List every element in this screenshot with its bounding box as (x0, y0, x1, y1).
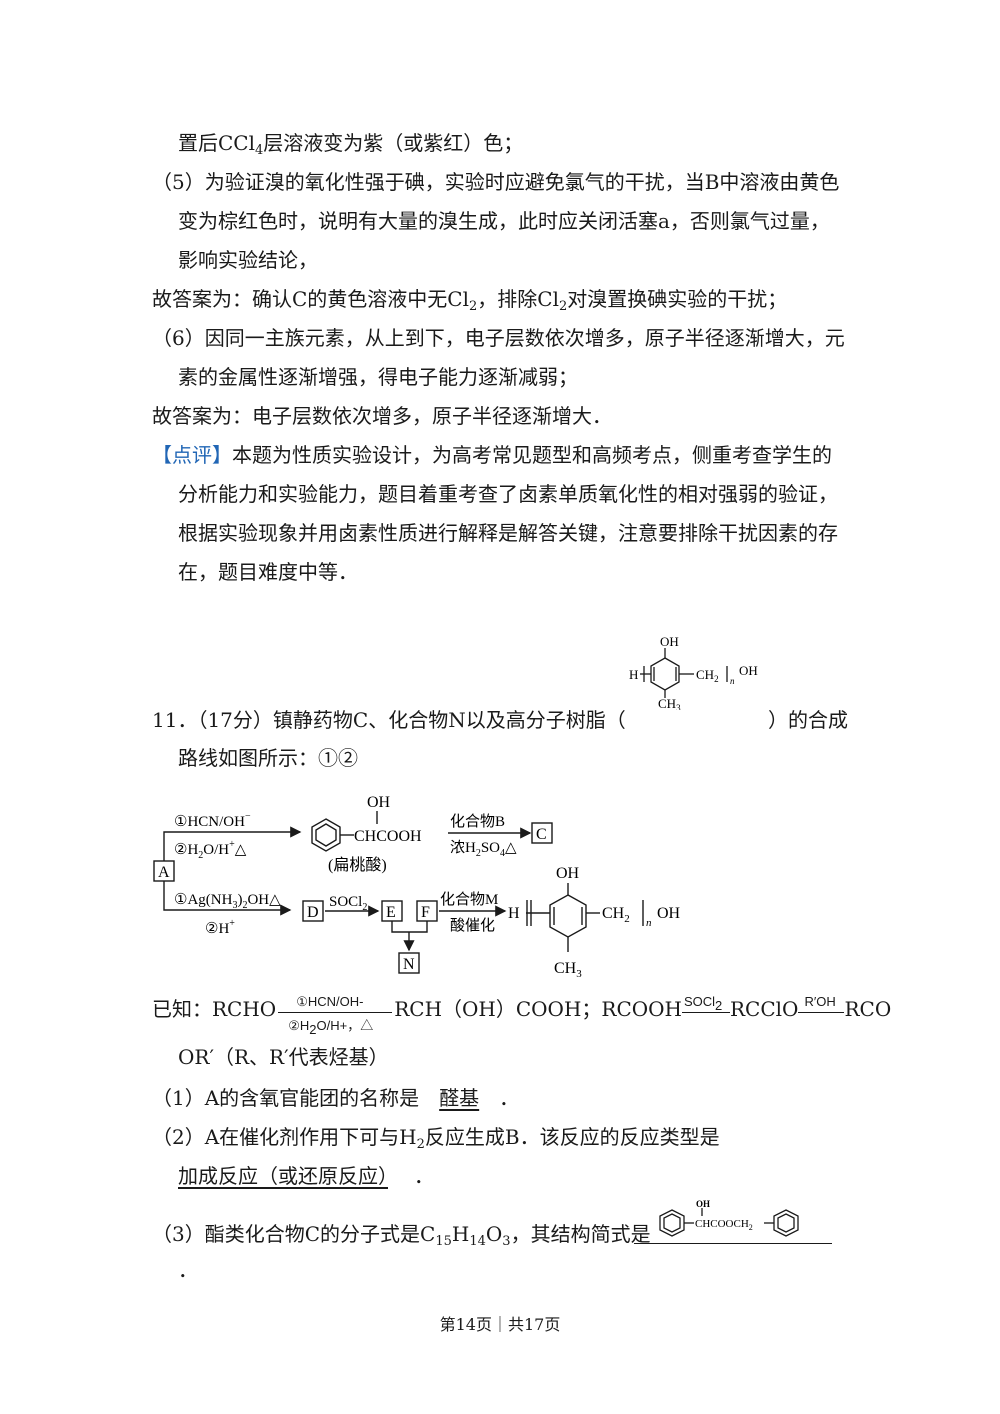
product-ch3: CH3 (554, 960, 582, 980)
sub-question-1: （1）A的含氧官能团的名称是醛基． (152, 1086, 520, 1110)
product-end-oh: OH (657, 905, 681, 922)
box-c: C (536, 826, 547, 843)
box-f: F (421, 904, 430, 921)
answer-3-underline (634, 1243, 832, 1244)
text-line-4: 影响实验结论， (178, 248, 318, 272)
sub-question-3: （3）酯类化合物C的分子式是C15H14O3，其结构简式是 (152, 1222, 651, 1249)
question-11-line-1-end: ）的合成 (768, 708, 848, 732)
text-line-6: （6）因同一主族元素，从上到下，电子层数依次增多，原子半径逐渐增大，元 (152, 326, 845, 350)
condition-hcn: ①HCN/OH− (174, 811, 251, 830)
review-line-1: 【点评】本题为性质实验设计，为高考常见题型和高频考点，侧重考查学生的 (152, 443, 832, 467)
question-11-line-1: 11．（17分）镇静药物C、化合物N以及高分子树脂（ (152, 708, 626, 732)
review-label: 【点评】 (152, 443, 232, 467)
product-n: n (646, 917, 652, 929)
product-oh: OH (556, 865, 580, 882)
page-footer: 第14页｜共17页 (439, 1315, 561, 1334)
sub-question-2-answer: 加成反应（或还原反应）． (178, 1164, 434, 1188)
mandelic-oh: OH (367, 794, 391, 811)
synthesis-scheme: A ①HCN/OH− ②H2O/H+△ OH CHCOOH (扁桃酸) 化合物B… (153, 794, 681, 980)
box-e: E (386, 904, 396, 921)
condition-h2o: ②H2O/H+△ (174, 839, 247, 861)
ester-structure: OH CHCOOCH2 (659, 1199, 799, 1237)
polymer-structure-inline: OH H CH2 n OH CH3 (629, 634, 758, 710)
review-line-3: 根据实验现象并用卤素性质进行解释是解答关键，注意要排除干扰因素的存 (178, 521, 838, 545)
condition-silver: ①Ag(NH3)2OH△ (174, 892, 281, 911)
box-n: N (403, 956, 415, 973)
polymer-n: n (730, 676, 735, 686)
ester-oh: OH (696, 1199, 710, 1209)
ester-chain: CHCOOCH2 (695, 1218, 753, 1232)
review-line-2: 分析能力和实验能力，题目着重考查了卤素单质氧化性的相对强弱的验证， (178, 482, 838, 506)
text-line-1: 置后CCl4层溶液变为紫（或紫红）色； (178, 131, 524, 158)
reagent-h2so4: 浓H2SO4△ (450, 839, 517, 859)
acid-catalyst: 酸催化 (450, 917, 495, 934)
known-arrow-1: ①HCN/OH- ②H2O/H+，△ (276, 994, 394, 1036)
product-h: H (508, 905, 520, 922)
review-line-4: 在，题目难度中等． (178, 560, 358, 584)
text-line-7: 素的金属性逐渐增强，得电子能力逐渐减弱； (178, 365, 578, 389)
text-line-3: 变为棕红色时，说明有大量的溴生成，此时应关闭活塞a，否则氯气过量， (178, 209, 830, 233)
known-arrow-2: SOCl2 (681, 994, 730, 1022)
polymer-ch3: CH3 (658, 696, 681, 710)
text-line-8: 故答案为：电子层数依次增多，原子半径逐渐增大． (152, 404, 612, 428)
text-line-5: 故答案为：确认C的黄色溶液中无Cl2，排除Cl2对溴置换碘实验的干扰； (152, 287, 788, 314)
reagent-m: 化合物M (440, 891, 498, 908)
product-ch2: CH2 (602, 905, 630, 925)
mandelic-acid-formula: CHCOOH (354, 828, 422, 845)
polymer-h: H (629, 667, 638, 682)
polymer-ch2: CH2 (696, 667, 719, 684)
question-11-line-2: 路线如图所示：①② (178, 746, 358, 770)
box-a: A (158, 864, 170, 881)
sub-question-3-end: ． (178, 1258, 198, 1282)
answer-2: 加成反应（或还原反应） (178, 1164, 388, 1188)
polymer-oh: OH (660, 634, 679, 649)
reagent-b: 化合物B (450, 813, 505, 830)
polymer-end-oh: OH (739, 663, 758, 678)
text-line-2: （5）为验证溴的氧化性强于碘，实验时应避免氯气的干扰，当B中溶液由黄色 (152, 170, 840, 194)
sub-question-2: （2）A在催化剂作用下可与H2反应生成B．该反应的反应类型是 (152, 1125, 720, 1152)
answer-1: 醛基 (439, 1086, 480, 1110)
known-line-2: OR′（R、R′代表烃基） (178, 1045, 389, 1069)
known-arrow-3: R′OH (798, 994, 845, 1022)
mandelic-acid-name: (扁桃酸) (328, 856, 387, 874)
known-line-1: 已知：RCHO ①HCN/OH- ②H2O/H+，△ RCH（OH）COOH；R… (152, 994, 892, 1037)
reagent-socl2: SOCl2 (329, 894, 367, 913)
box-d: D (307, 904, 319, 921)
condition-acidify: ②H+ (205, 918, 235, 937)
